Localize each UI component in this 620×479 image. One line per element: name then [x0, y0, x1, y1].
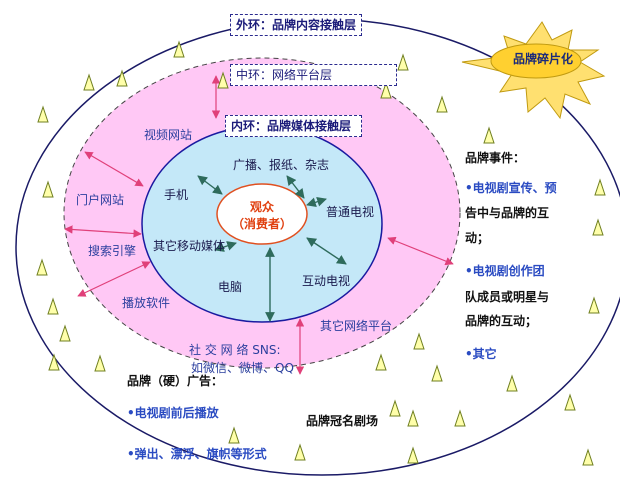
brand-ad-item: •弹出、漂浮、旗帜等形式 [127, 447, 267, 461]
brand-event-line: 品牌的互动； [465, 314, 538, 328]
brand-event-line: •电视剧宣传、预 [465, 181, 557, 195]
brand-event-line: •电视剧创作团 [465, 264, 545, 278]
player-software-label: 播放软件 [122, 296, 171, 310]
burst-shape [461, 21, 606, 120]
brand-event-line: 告中与品牌的互 [465, 206, 550, 220]
inner-layer-label: 内环：品牌媒体接触层 [225, 115, 363, 137]
brand-event-line: •其它 [465, 347, 497, 361]
sns-label: 社 交 网 络 SNS: [189, 343, 281, 357]
broadcast-press-label: 广播、报纸、杂志 [233, 158, 330, 172]
search-engine-label: 搜索引擎 [88, 244, 137, 258]
arrow-other-mobile [214, 241, 237, 252]
computer-label: 电脑 [218, 280, 243, 294]
brand-ads-title: 品牌（硬）广告： [127, 374, 224, 388]
brand-fragmentation-label: 品牌碎片化 [513, 52, 574, 66]
brand-events-title: 品牌事件： [465, 151, 526, 165]
mobile-phone-label: 手机 [164, 188, 189, 202]
sns-examples-label: 如微信、微博、QQ [191, 361, 294, 375]
arrow-search [64, 225, 142, 238]
brand-event-line: 动； [465, 231, 490, 245]
center-ellipse [216, 183, 308, 245]
middle-layer-label: 中环：网络平台层 [230, 64, 398, 86]
arrow-other-platform [387, 236, 454, 266]
portal-site-label: 门户网站 [76, 193, 125, 207]
arrow-portal [84, 151, 144, 187]
other-mobile-media-label: 其它移动媒体 [153, 239, 226, 253]
interactive-tv-label: 互动电视 [302, 274, 351, 288]
arrow-interactive-tv [306, 237, 347, 265]
regular-tv-label: 普通电视 [326, 205, 375, 219]
video-site-label: 视频网站 [144, 128, 193, 142]
arrow-broadcast [286, 175, 305, 199]
tree-icons [36, 40, 606, 466]
title-sponsor-theater-label: 品牌冠名剧场 [306, 414, 379, 428]
brand-event-line: 队成员或明星与 [465, 290, 550, 304]
brand-ad-item: •电视剧前后播放 [127, 406, 219, 420]
other-platform-label: 其它网络平台 [320, 319, 393, 333]
audience-label: 观众 [250, 200, 275, 214]
outer-layer-label: 外环：品牌内容接触层 [230, 14, 363, 36]
arrow-phone [197, 175, 223, 195]
arrow-player [77, 261, 151, 297]
arrow-tv [306, 196, 327, 208]
consumer-label: （消费者） [232, 217, 293, 231]
